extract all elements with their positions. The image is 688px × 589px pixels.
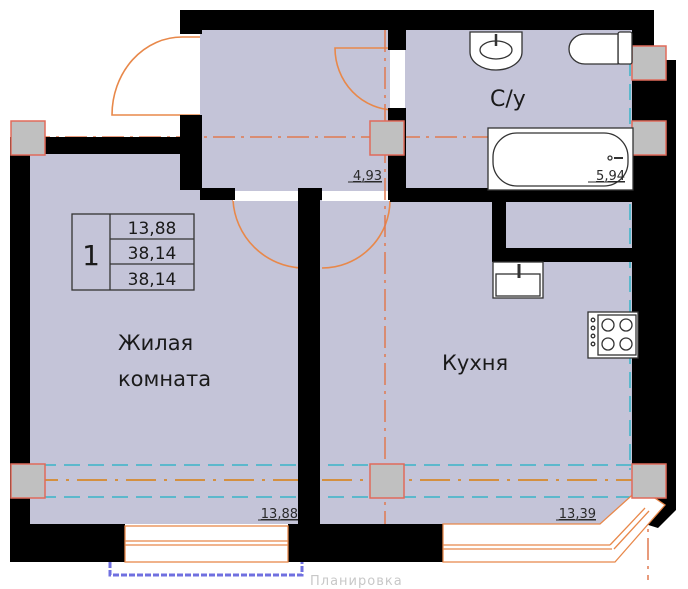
hallway-area: 4,93 (353, 169, 382, 184)
washbasin-icon (469, 31, 523, 71)
rooms-count: 1 (82, 239, 100, 272)
living-room-area: 13,88 (261, 507, 298, 522)
living-room-label-line1: Жилая (118, 331, 193, 355)
walls (10, 10, 676, 562)
living-room-label-line2: комната (118, 367, 211, 391)
column (10, 120, 46, 156)
column (369, 120, 405, 156)
column (631, 45, 667, 81)
kitchen-door-arc (321, 199, 391, 269)
kitchen-label: Кухня (442, 351, 508, 375)
total-area-balcony-value: 38,14 (128, 270, 177, 290)
entrance-door-arc (111, 36, 200, 116)
column (10, 463, 46, 499)
bathroom-label: С/у (490, 87, 526, 112)
plan-caption: Планировка (310, 574, 403, 589)
kitchen-area: 13,39 (559, 507, 596, 522)
room-hallway[interactable] (200, 30, 390, 192)
total-area-value: 38,14 (128, 244, 177, 264)
bathtub-icon (487, 127, 634, 191)
balcony-rail (108, 562, 304, 577)
bathroom-door-arc (334, 47, 396, 111)
toilet-icon (568, 31, 633, 65)
kitchen-sink-icon (492, 261, 544, 299)
column (631, 463, 667, 499)
bathroom-area: 5,94 (596, 169, 625, 184)
living-area-value: 13,88 (128, 219, 177, 239)
summary-table (71, 213, 195, 291)
column (369, 463, 405, 499)
windows (124, 487, 666, 563)
column (631, 120, 667, 156)
doors (111, 36, 396, 269)
columns (10, 45, 667, 499)
living-door-arc (232, 199, 303, 269)
room-storage (505, 200, 635, 250)
stove-icon (587, 311, 639, 359)
